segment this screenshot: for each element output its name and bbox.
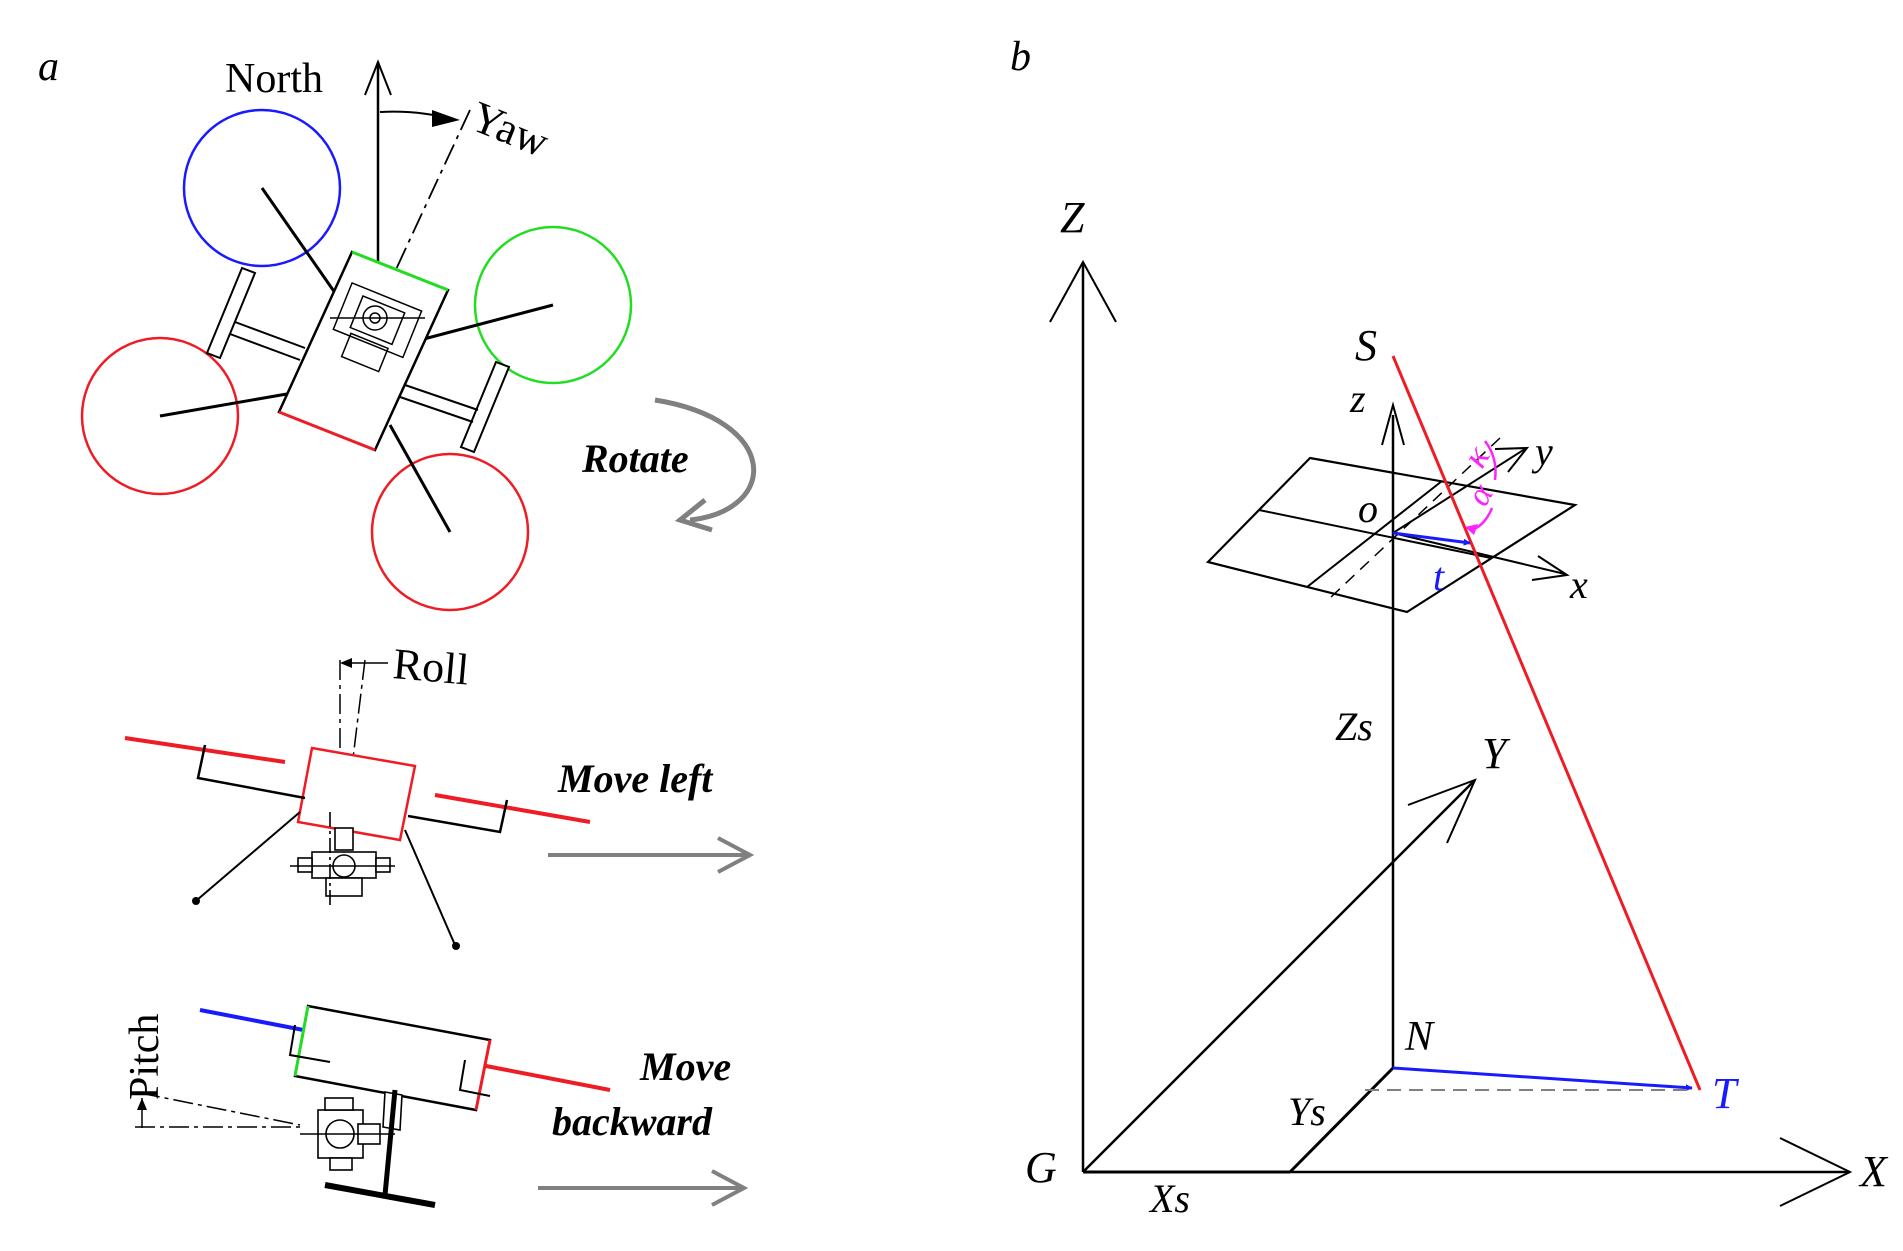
roll-arm-right: [434, 793, 591, 824]
rotate-arrowhead: [674, 498, 713, 533]
world-x-arrowhead: [1779, 1137, 1853, 1207]
vector-t-label: t: [1433, 554, 1445, 599]
move-backward-arrowhead: [711, 1169, 749, 1207]
move-left-label: Move left: [557, 756, 714, 801]
pitch-gear-post: [382, 1089, 398, 1196]
world-x-label: X: [1858, 1147, 1889, 1196]
move-backward-label-2: backward: [552, 1099, 713, 1144]
roll-leg-right: [404, 829, 456, 946]
pitch-bracket-rear: [458, 1059, 491, 1097]
roll-skid-right: [407, 799, 509, 834]
camera-x-label: x: [1569, 562, 1588, 607]
point-n-label: N: [1404, 1014, 1435, 1060]
move-left-arrowhead: [717, 836, 755, 874]
camera-x-arrowhead: [1531, 555, 1570, 581]
vector-t: [1392, 531, 1471, 546]
world-y-arrowhead: [1407, 778, 1477, 844]
landing-skids: [205, 266, 511, 454]
drone-body: [277, 250, 450, 452]
rotor-red-left: [80, 336, 240, 496]
world-y-label: Y: [1482, 729, 1511, 778]
point-g-label: G: [1025, 1143, 1057, 1192]
pitch-bracket-front: [288, 1024, 331, 1063]
world-z-arrowhead: [1049, 259, 1117, 323]
alpha-arrowhead: [1465, 524, 1478, 535]
world-y-axis: [1082, 779, 1476, 1173]
panel-a-label: a: [38, 44, 59, 90]
xs-label: Xs: [1148, 1176, 1190, 1221]
kappa-label: κ: [1454, 438, 1498, 474]
yaw-view: North Yaw: [80, 56, 757, 612]
gimbal-top: [330, 281, 425, 373]
pitch-dim-arrowhead: [137, 1098, 147, 1110]
alpha-label: α: [1460, 477, 1502, 512]
rotate-arrow: [654, 397, 757, 523]
panel-a: a North Yaw: [38, 44, 757, 1208]
move-backward-label-1: Move: [639, 1044, 731, 1089]
roll-skid-left: [196, 744, 306, 800]
camera-y-label: y: [1531, 429, 1553, 474]
roll-foot-left: [192, 897, 200, 905]
rotor-arms: [159, 187, 554, 533]
pitch-label: Pitch: [122, 1014, 168, 1100]
vector-n-to-t: [1392, 1066, 1693, 1092]
image-plane: [1205, 456, 1578, 614]
camera-z-arrowhead: [1381, 401, 1405, 446]
body-rear-edge: [278, 410, 376, 452]
rotor-blue: [182, 108, 342, 268]
pitch-body-rear-edge: [474, 1039, 492, 1111]
camera-x-axis: [1392, 532, 1566, 575]
point-s-label: S: [1355, 321, 1377, 370]
point-t-label: T: [1712, 1069, 1740, 1118]
rotate-label: Rotate: [581, 436, 689, 481]
rotor-green: [473, 225, 633, 385]
pitch-tilted-ref: [139, 1092, 301, 1126]
yaw-angle-arrowhead: [432, 110, 460, 127]
panel-b-label: b: [1010, 34, 1031, 80]
roll-gimbal: [290, 812, 395, 905]
roll-leg-left: [196, 811, 301, 901]
north-label: North: [225, 56, 323, 102]
yaw-label: Yaw: [464, 92, 556, 167]
camera-y-arrowhead: [1494, 446, 1530, 473]
kappa-arc: [1483, 440, 1497, 481]
roll-label: Roll: [391, 639, 471, 694]
panel-b: b Z X Y Xs Ys Zs z o y: [1010, 34, 1889, 1221]
pitch-gimbal: [300, 1091, 403, 1171]
north-arrowhead: [364, 59, 392, 96]
image-plane-midline-2: [1306, 480, 1443, 588]
pitch-view: Pitch: [122, 1004, 749, 1208]
pitch-gear-skid: [324, 1182, 436, 1208]
roll-body: [296, 746, 417, 842]
ray-s-to-t: [1391, 355, 1702, 1091]
ys-offset-line: [1288, 1066, 1395, 1174]
roll-foot-right: [452, 942, 460, 950]
roll-dim-arrowhead: [340, 658, 352, 668]
ys-label: Ys: [1288, 1089, 1326, 1134]
body-front-edge: [351, 250, 449, 292]
camera-y-axis: [1392, 448, 1526, 534]
pitch-body-front-edge: [293, 1005, 310, 1077]
world-z-label: Z: [1060, 193, 1085, 242]
zs-label: Zs: [1335, 704, 1373, 749]
rotor-red-bottom: [370, 452, 530, 612]
roll-view: Roll: [124, 639, 755, 950]
camera-z-label: z: [1349, 376, 1366, 421]
point-o-label: o: [1358, 486, 1378, 531]
